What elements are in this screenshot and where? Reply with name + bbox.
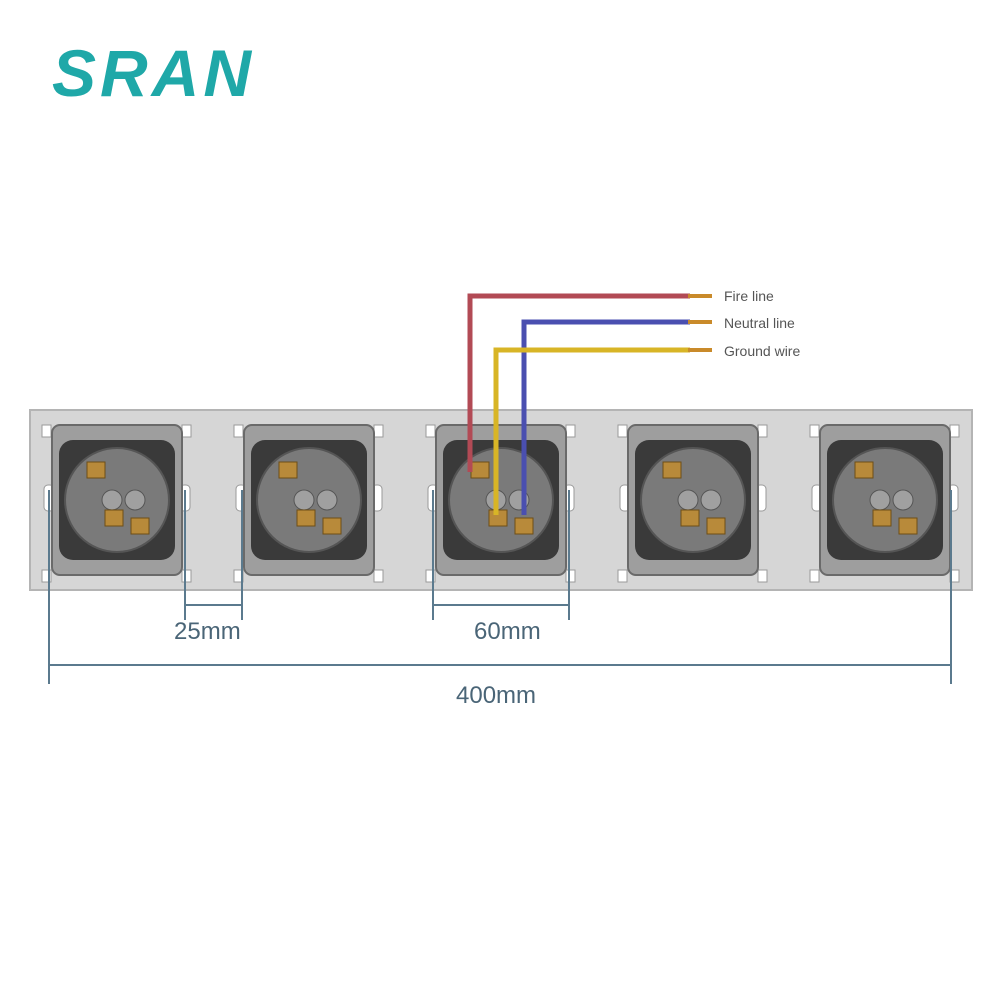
frame-hole — [617, 424, 628, 438]
frame-hole — [425, 424, 436, 438]
brand-logo: SRAN — [50, 36, 320, 110]
frame-hole — [233, 424, 244, 438]
ground-wire-label: Ground wire — [724, 343, 801, 359]
frame-hole — [181, 569, 192, 583]
frame-hole — [949, 424, 960, 438]
frame-hole — [809, 569, 820, 583]
brand-name: SRAN — [52, 38, 255, 108]
socket-module — [627, 424, 759, 576]
fire-line-label: Fire line — [724, 288, 774, 304]
frame-hole — [565, 424, 576, 438]
frame-hole — [565, 569, 576, 583]
fire-line-wire — [467, 293, 690, 472]
frame-hole — [373, 569, 384, 583]
sran-logo-icon: SRAN — [52, 36, 255, 110]
socket-module — [51, 424, 183, 576]
neutral-line-label: Neutral line — [724, 315, 795, 331]
frame-hole — [809, 424, 820, 438]
frame-hole — [757, 569, 768, 583]
neutral-line-wire — [521, 319, 690, 515]
spacing-dimension-label: 60mm — [474, 618, 541, 645]
total-dimension-label: 400mm — [456, 682, 537, 709]
frame-hole — [757, 424, 768, 438]
socket-module — [435, 424, 567, 576]
frame-hole — [373, 424, 384, 438]
frame-hole — [425, 569, 436, 583]
gap-dimension-label: 25mm — [174, 618, 241, 645]
frame-hole — [41, 424, 52, 438]
frame-hole — [181, 424, 192, 438]
wires — [467, 293, 712, 515]
socket-module — [243, 424, 375, 576]
frame-hole — [41, 569, 52, 583]
socket-module — [819, 424, 951, 576]
ground-wire — [493, 347, 690, 515]
frame-hole — [617, 569, 628, 583]
dimension-lines — [48, 490, 952, 684]
